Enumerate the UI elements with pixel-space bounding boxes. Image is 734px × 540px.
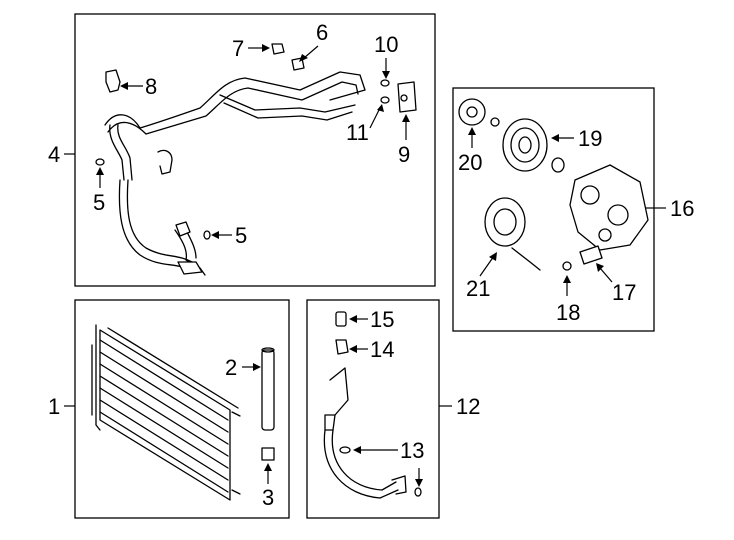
callout-16: 16 <box>670 196 694 221</box>
compressor-illustration <box>458 98 649 271</box>
callout-19: 19 <box>578 126 602 151</box>
ac-lines-illustration <box>95 43 417 276</box>
callout-9: 9 <box>398 142 410 167</box>
callout-21: 21 <box>466 276 490 301</box>
callout-2: 2 <box>225 355 237 380</box>
condenser-group-box <box>74 299 290 519</box>
callout-6: 6 <box>316 20 328 45</box>
callout-17: 17 <box>612 280 636 305</box>
hose-illustration <box>323 311 422 499</box>
callout-12: 12 <box>456 394 480 419</box>
callout-10: 10 <box>374 32 398 57</box>
callout-1: 1 <box>48 394 60 419</box>
hose-group-box <box>306 299 440 519</box>
callout-20: 20 <box>458 150 482 175</box>
callout-18: 18 <box>556 300 580 325</box>
callout-15: 15 <box>370 307 394 332</box>
callout-3: 3 <box>262 485 274 510</box>
callout-5-left: 5 <box>93 190 105 215</box>
callout-13: 13 <box>400 438 424 463</box>
lines-group-box <box>74 13 436 287</box>
callout-14: 14 <box>370 337 394 362</box>
callout-8: 8 <box>145 74 157 99</box>
callout-5-right: 5 <box>235 223 247 248</box>
callout-7: 7 <box>232 36 244 61</box>
callout-4: 4 <box>48 142 60 167</box>
callout-11: 11 <box>346 120 369 145</box>
compressor-group-box <box>452 87 655 332</box>
condenser-illustration <box>91 324 275 501</box>
